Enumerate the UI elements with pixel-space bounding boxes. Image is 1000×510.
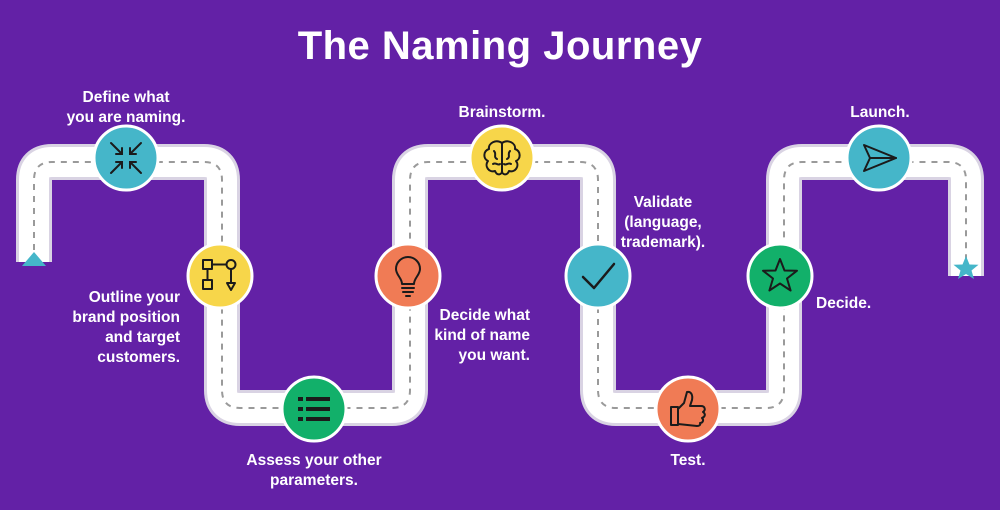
step-6-node bbox=[564, 242, 632, 310]
page-title: The Naming Journey bbox=[297, 24, 703, 68]
triangle-start-icon bbox=[22, 252, 46, 266]
compress-arrows-icon bbox=[110, 142, 142, 174]
thumbs-up-icon bbox=[670, 390, 706, 427]
step-2-node bbox=[186, 242, 254, 310]
step-4-node bbox=[374, 242, 442, 310]
step-9-label: Launch. bbox=[850, 104, 910, 121]
step-6-label: Validate (language, trademark). bbox=[620, 194, 706, 251]
road-surface bbox=[19, 147, 981, 423]
step-1-node bbox=[92, 124, 160, 192]
list-icon bbox=[298, 397, 330, 421]
step-5-node bbox=[468, 124, 536, 192]
road-center-dashes bbox=[33, 161, 967, 409]
paper-plane-icon bbox=[863, 144, 897, 172]
step-7-label: Test. bbox=[670, 452, 706, 469]
step-3-node bbox=[280, 375, 348, 443]
step-4-label: Decide what kind of name you want. bbox=[434, 307, 530, 364]
step-7-node bbox=[654, 375, 722, 443]
step-1-label: Define what you are naming. bbox=[66, 89, 186, 126]
step-3-label: Assess your other parameters. bbox=[246, 452, 382, 489]
star-icon bbox=[762, 258, 798, 292]
flowchart-icon bbox=[202, 259, 237, 291]
star-end-icon bbox=[953, 256, 979, 279]
brain-icon bbox=[483, 140, 521, 176]
step-9-node bbox=[845, 124, 913, 192]
step-5-label: Brainstorm. bbox=[458, 104, 546, 121]
step-2-label: Outline your brand position and target c… bbox=[72, 289, 180, 366]
step-8-node bbox=[746, 242, 814, 310]
checkmark-icon bbox=[581, 262, 616, 290]
road-edge bbox=[16, 144, 984, 426]
lightbulb-icon bbox=[395, 256, 421, 297]
step-8-label: Decide. bbox=[816, 295, 872, 312]
